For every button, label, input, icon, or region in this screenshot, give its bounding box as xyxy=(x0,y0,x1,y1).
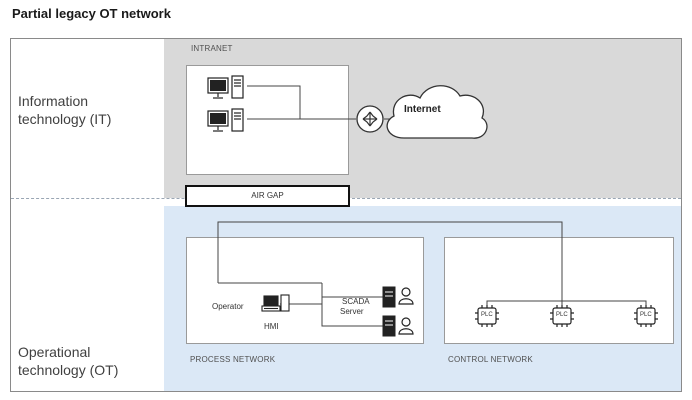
plc-label: PLC xyxy=(481,312,493,318)
scada-label-line2: Server xyxy=(340,307,364,316)
control-network-label: CONTROL NETWORK xyxy=(448,355,533,364)
server-icon xyxy=(382,286,396,308)
person-icon xyxy=(398,317,414,335)
plc-label: PLC xyxy=(556,312,568,318)
desktop-computer-icon xyxy=(207,108,244,132)
plc-chip-icon xyxy=(475,305,499,327)
internet-label: Internet xyxy=(404,104,441,115)
operator-label: Operator xyxy=(212,302,244,311)
hmi-label: HMI xyxy=(264,322,279,331)
server-icon xyxy=(382,315,396,337)
it-zone-label-line1: Information xyxy=(18,93,89,109)
plc-chip-icon xyxy=(550,305,574,327)
ot-zone-label-line2: technology (OT) xyxy=(18,362,119,378)
plc-label: PLC xyxy=(640,312,652,318)
plc-chip-icon xyxy=(634,305,658,327)
diagram-frame xyxy=(10,38,682,392)
it-zone-label-line2: technology (IT) xyxy=(18,111,112,127)
intranet-label: INTRANET xyxy=(191,44,233,53)
router-icon xyxy=(356,105,384,133)
cloud-icon xyxy=(386,85,488,139)
ot-zone-label-line1: Operational xyxy=(18,344,91,360)
it-zone-label: Information technology (IT) xyxy=(18,92,111,128)
desktop-computer-icon xyxy=(207,75,244,99)
air-gap-box: AIR GAP xyxy=(185,185,350,207)
scada-label-line1: SCADA xyxy=(342,297,370,306)
page-title: Partial legacy OT network xyxy=(12,6,171,21)
ot-zone-label: Operational technology (OT) xyxy=(18,343,118,379)
hmi-workstation-icon xyxy=(261,294,290,312)
person-icon xyxy=(398,287,414,305)
process-network-label: PROCESS NETWORK xyxy=(190,355,276,364)
